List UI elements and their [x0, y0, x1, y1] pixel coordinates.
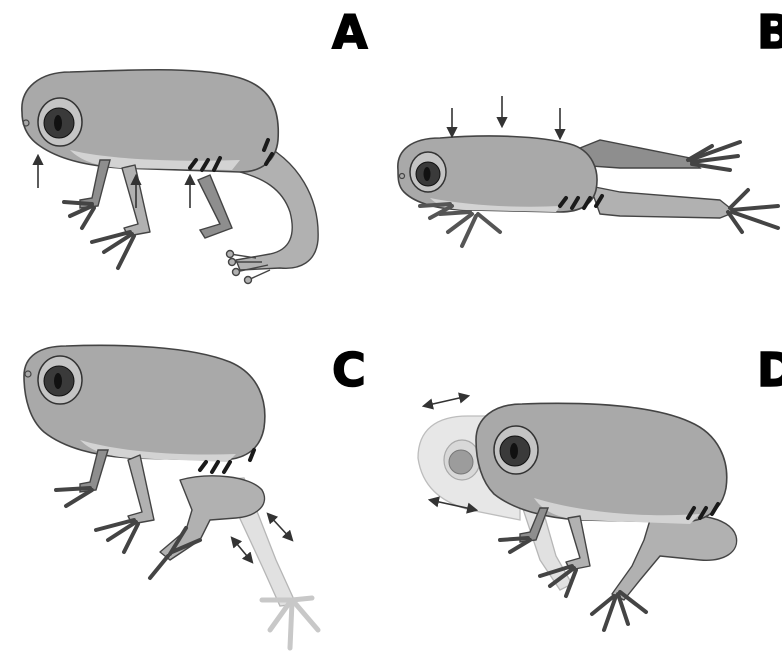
panel-a: A [22, 5, 368, 284]
double-arrow-icon [268, 514, 292, 540]
panel-a-label: A [332, 5, 368, 59]
panel-d: D [418, 343, 782, 630]
panel-c-label: C [332, 343, 366, 397]
panel-b-down-arrows [452, 96, 560, 138]
panel-d-hind-leg [612, 515, 737, 600]
panel-d-hind-foot [592, 592, 646, 630]
double-arrow-icon [424, 396, 468, 406]
panel-a-far-front-leg [80, 160, 110, 208]
panel-d-label: D [757, 343, 782, 397]
panel-a-front-foot [64, 202, 134, 268]
panel-d-front-leg [566, 516, 590, 570]
panel-d-ghost-eye [449, 450, 473, 474]
panel-c-front-feet [56, 488, 138, 552]
panel-b-label: B [757, 5, 782, 59]
panel-a-far-hind-leg [198, 175, 232, 238]
panel-c-front-leg [128, 455, 154, 524]
panel-b-lower-hind-leg [590, 186, 735, 218]
panel-c: C [24, 343, 366, 648]
panel-c-ghost-foot [262, 598, 318, 648]
panel-b-lower-hind-foot [728, 190, 778, 232]
panel-b-upper-hind-foot [688, 142, 740, 170]
panel-b: B [398, 5, 782, 246]
double-arrow-icon [232, 538, 252, 562]
